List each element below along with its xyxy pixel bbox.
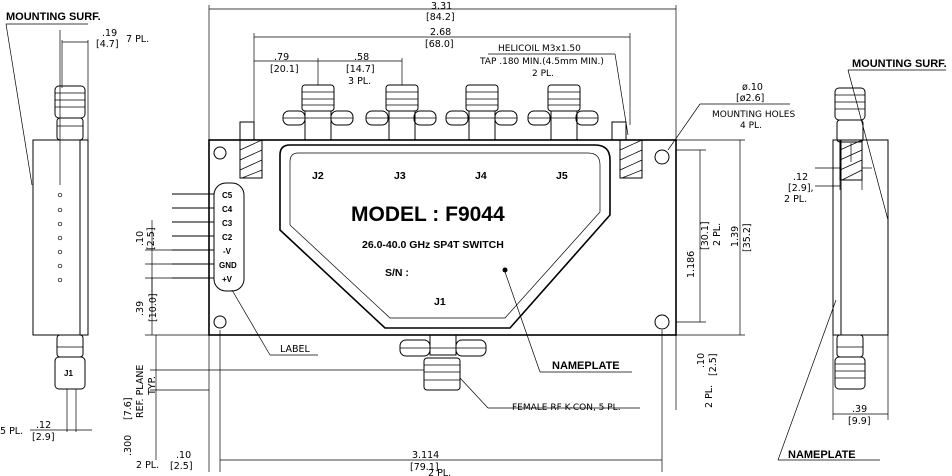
dim-overall-width: 3.31	[431, 1, 452, 12]
dim-conn-span: 2.68	[430, 27, 451, 38]
dim-left-top-pl: 7 PL.	[126, 34, 149, 45]
dim-hole-span-h: 3.114	[412, 450, 439, 461]
left-side-view: MOUNTING SURF. J1 .19 [4.7] 7 PL.	[0, 11, 149, 443]
switch-spec: 26.0-40.0 GHz SP4T SWITCH	[362, 239, 504, 251]
port-label-j5: J5	[556, 170, 568, 182]
pin-c5: C5	[222, 191, 233, 200]
dim-side-left-w: .12	[36, 420, 51, 431]
mounting-hole-tr	[654, 149, 670, 165]
pin-c3: C3	[222, 219, 233, 228]
dim-side-right-bottom-mm: [9.9]	[848, 416, 871, 427]
dim-hole-span-h-mm: [79.1]	[410, 462, 439, 473]
label-callout: LABEL	[280, 344, 311, 355]
dim-conn-pitch: .58	[354, 52, 369, 63]
port-label-j1: J1	[434, 296, 446, 308]
dim-hole-span-v: 1.186	[686, 251, 697, 278]
pin-gnd: GND	[219, 261, 237, 270]
pin-pos-v: +V	[222, 275, 233, 284]
dim-pin-offset: .39	[135, 301, 146, 316]
mounting-holes-note-1: MOUNTING HOLES	[712, 110, 795, 120]
dim-conn-offset-mm: [20.1]	[270, 64, 299, 75]
mounting-hole-br	[654, 314, 670, 330]
dim-left-top-mm: [4.7]	[96, 39, 119, 50]
main-view: 3.31 [84.2] 2.68 [68.0] .79 [20.1] .58 […	[123, 1, 795, 476]
dim-ref-plane-mm: [7.6]	[123, 397, 134, 420]
dim-pin-pitch-mm: [2.5]	[146, 227, 157, 250]
dim-hole-dia-mm: [ø2.6]	[736, 93, 764, 104]
port-label-j3: J3	[394, 170, 406, 182]
dim-ref-plane: .300	[123, 435, 134, 456]
nameplate-right-callout: NAMEPLATE	[788, 449, 856, 461]
dim-left-top: .19	[102, 28, 117, 39]
dim-pin-offset-mm: [10.0]	[148, 293, 159, 322]
dim-hole-edge-r: .10	[696, 353, 707, 368]
dim-hole-edge-b-mm: [2.5]	[170, 461, 193, 472]
ref-plane-note-2: TYP.	[147, 376, 158, 396]
dim-conn-pitch-pl: 3 PL.	[348, 76, 371, 87]
top-connectors	[239, 84, 627, 141]
helicoil-note-2: TAP .180 MIN.(4.5mm MIN.)	[479, 57, 604, 67]
dim-conn-pitch-mm: [14.7]	[346, 64, 375, 75]
dim-side-left-pl: 5 PL.	[0, 426, 23, 437]
mounting-hole-bl	[213, 315, 227, 329]
dim-hole-edge-r-mm: [2.5]	[708, 353, 719, 376]
helicoil-note-1: HELICOIL M3x1.50	[498, 44, 581, 54]
dim-height: 1.39	[730, 226, 741, 247]
helicoil-note-3: 2 PL.	[532, 69, 554, 79]
dim-pin-pitch: .10	[135, 231, 146, 246]
mounting-holes-note-2: 4 PL.	[740, 121, 762, 131]
control-pin-label	[213, 182, 245, 292]
mounting-hole-tl	[213, 146, 227, 160]
dim-hole-edge-b-pl: 2 PL.	[136, 460, 159, 471]
dim-hole-edge-r-pl: 2 PL.	[704, 385, 715, 408]
female-rf-note: FEMALE RF K-CON, 5 PL.	[512, 403, 621, 413]
dim-hole-span-v-pl: 2 PL.	[712, 223, 723, 246]
dim-side-right-w: .12	[793, 172, 808, 183]
right-side-view: MOUNTING SURF. .12 [2.9], 2 PL.	[777, 58, 947, 461]
serial-label: S/N :	[385, 267, 409, 279]
dim-conn-span-mm: [68.0]	[425, 39, 454, 50]
model-number: MODEL : F9044	[351, 203, 505, 226]
dim-hole-edge-b: .10	[176, 450, 191, 461]
dim-side-left-w-mm: [2.9]	[32, 432, 55, 443]
dim-hole-span-h-pl: 2 PL.	[428, 468, 451, 476]
dim-side-right-w-mm: [2.9],	[788, 183, 814, 194]
mounting-surf-right-label: MOUNTING SURF.	[852, 58, 947, 70]
mounting-surf-left-label: MOUNTING SURF.	[6, 11, 101, 23]
pin-neg-v: -V	[223, 247, 232, 256]
dim-side-right-pl: 2 PL.	[784, 194, 807, 205]
port-label-j4: J4	[475, 170, 487, 182]
dim-conn-offset: .79	[274, 52, 289, 63]
pin-c4: C4	[222, 205, 233, 214]
port-label-j2: J2	[312, 170, 324, 182]
nameplate-callout: NAMEPLATE	[552, 360, 620, 372]
dim-side-right-bottom: .39	[852, 404, 867, 415]
pin-c2: C2	[222, 233, 233, 242]
side-j1-label: J1	[64, 369, 73, 378]
dim-overall-width-mm: [84.2]	[426, 12, 455, 23]
dim-hole-span-v-mm: [30.1]	[700, 221, 711, 250]
nameplate-outline	[279, 144, 611, 329]
ref-plane-note-1: REF. PLANE	[135, 365, 146, 418]
dim-height-mm: [35.2]	[742, 223, 753, 252]
dim-hole-dia: ø.10	[742, 82, 763, 93]
